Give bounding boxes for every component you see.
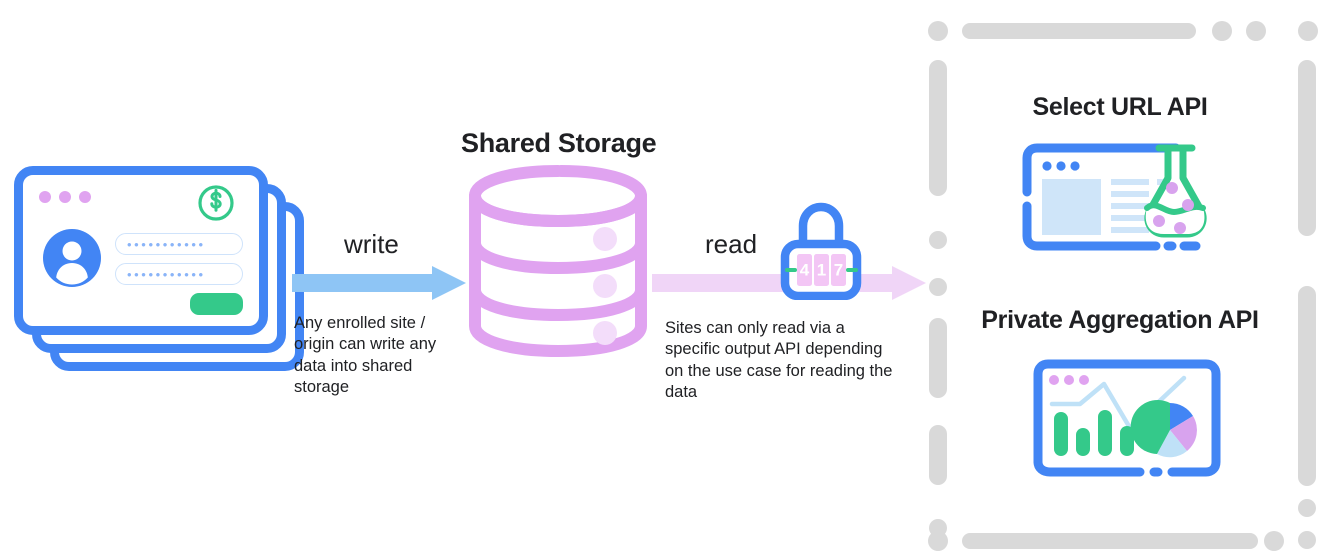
select-url-api-title: Select URL API: [1032, 93, 1208, 121]
browser-window-front: ••••••••••• •••••••••••: [14, 166, 268, 335]
panel-border-dash: [929, 318, 947, 398]
browser-window-stack: ••••••••••• •••••••••••: [14, 166, 304, 371]
private-aggregation-api-title: Private Aggregation API: [981, 306, 1259, 334]
panel-border-dash: [1298, 21, 1318, 41]
write-label: write: [344, 229, 399, 259]
panel-border-dash: [1246, 21, 1266, 41]
combination-lock-icon: 4 1 7: [778, 202, 864, 300]
read-label: read: [705, 229, 758, 259]
window-dot-1: [39, 191, 51, 203]
panel-border-dash: [1264, 531, 1284, 551]
output-apis-panel: Select URL API: [920, 10, 1320, 551]
password-field-2[interactable]: •••••••••••: [115, 263, 243, 285]
panel-border-dash: [962, 533, 1258, 549]
window-dot-3: [79, 191, 91, 203]
select-url-api-icon: [1016, 138, 1231, 256]
panel-border-dash: [929, 278, 947, 296]
panel-border-dash: [1298, 531, 1316, 549]
password-field-1[interactable]: •••••••••••: [115, 233, 243, 255]
window-dot-2: [59, 191, 71, 203]
panel-border-dash: [929, 60, 947, 196]
svg-text:1: 1: [817, 261, 826, 280]
panel-border-dash: [1298, 499, 1316, 517]
panel-border-dash: [929, 425, 947, 485]
panel-border-dash: [929, 231, 947, 249]
panel-border-dash: [962, 23, 1196, 39]
submit-button[interactable]: [190, 293, 243, 315]
shared-storage-title: Shared Storage: [461, 128, 657, 158]
write-caption: Any enrolled site / origin can write any…: [294, 314, 437, 397]
dollar-coin-icon: [196, 183, 236, 223]
panel-border-dash: [1212, 21, 1232, 41]
panel-border-dash: [928, 531, 948, 551]
write-arrow: [292, 266, 466, 300]
svg-text:4: 4: [800, 261, 810, 280]
panel-border-dash: [1298, 60, 1316, 236]
read-caption: Sites can only read via a specific outpu…: [665, 319, 893, 402]
panel-border-dash: [928, 21, 948, 41]
avatar: [43, 229, 101, 287]
database-cylinder-icon: [468, 165, 648, 357]
private-aggregation-api-icon: [1032, 358, 1222, 482]
panel-border-dash: [1298, 286, 1316, 486]
svg-text:7: 7: [834, 261, 843, 280]
